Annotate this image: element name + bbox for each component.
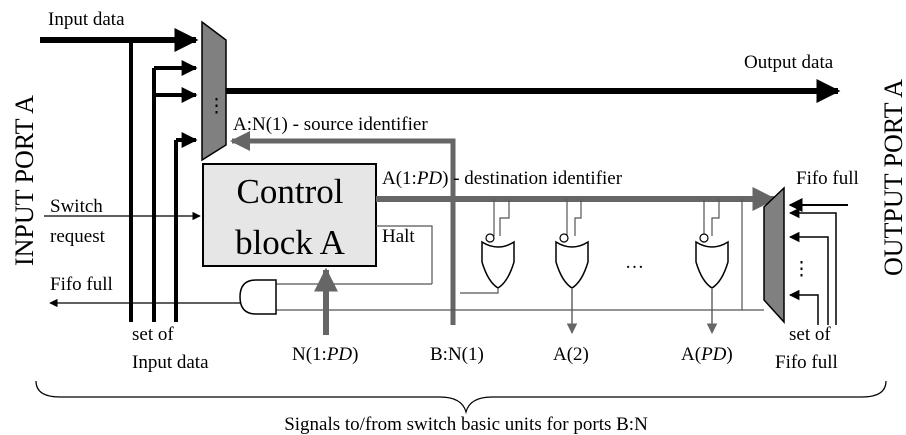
bn1-label: B:N(1) — [430, 344, 484, 365]
apd-label: A(PD) — [681, 344, 733, 365]
control-block-line2: block A — [235, 223, 346, 262]
switch-request-label-line2: request — [50, 226, 106, 247]
output-mux-dots: ⋮ — [792, 259, 811, 280]
set-of-fifo-line2: Fifo full — [775, 352, 838, 373]
set-of-input-line2: Input data — [132, 352, 209, 373]
halt-line — [376, 225, 433, 284]
input-mux-dots: ⋮ — [207, 96, 226, 117]
fifo-in-2 — [788, 207, 837, 325]
fifo-full-left-label: Fifo full — [50, 274, 113, 295]
input-mux — [201, 20, 227, 162]
switch-request-label-line1: Switch — [50, 196, 103, 217]
source-identifier-label: A:N(1) - source identifier — [233, 114, 428, 135]
output-port-label: OUTPUT PORT A — [879, 79, 906, 276]
n-1-pd-label: N(1:PD) — [292, 344, 358, 365]
output-data-label: Output data — [744, 52, 834, 73]
source-identifier-bus — [230, 131, 456, 325]
control-block-line1: Control — [237, 172, 344, 211]
a2-label: A(2) — [553, 344, 589, 365]
set-of-fifo-line1: set of — [789, 324, 831, 345]
gate-2 — [555, 233, 589, 289]
fifo-in-3 — [788, 231, 829, 325]
bottom-brace — [35, 380, 887, 415]
and-gate — [239, 279, 277, 315]
n-italic: PD — [326, 344, 353, 365]
set-of-input-line1: set of — [132, 324, 174, 345]
input-data-label: Input data — [48, 9, 125, 30]
footer-label: Signals to/from switch basic units for p… — [284, 414, 648, 435]
control-block-a — [202, 163, 377, 267]
fifo-full-right-label: Fifo full — [796, 168, 859, 189]
n-prefix: N(1: — [292, 344, 327, 365]
destination-identifier-label: A(1:PD) - destination identifier — [382, 168, 623, 189]
apd-italic: PD — [700, 344, 727, 365]
dest-tap-gate2b — [574, 199, 582, 236]
dest-id-suffix: ) - destination identifier — [442, 168, 623, 189]
n-suffix: ) — [352, 344, 358, 365]
gates-ellipsis: … — [625, 252, 644, 273]
gate-1 — [481, 233, 515, 289]
dest-id-prefix: A(1: — [382, 168, 417, 189]
dest-tap-gate3b — [711, 199, 720, 236]
apd-prefix: A( — [681, 344, 701, 365]
gate-3 — [695, 233, 729, 289]
gate1-output — [460, 288, 499, 294]
halt-label: Halt — [382, 226, 415, 247]
output-mux — [763, 186, 785, 324]
input-port-label: INPUT PORT A — [10, 95, 39, 266]
dest-tap-gate1b — [499, 199, 510, 236]
dest-id-italic: PD — [416, 168, 443, 189]
fifo-in-4 — [788, 289, 819, 325]
apd-suffix: ) — [726, 344, 732, 365]
